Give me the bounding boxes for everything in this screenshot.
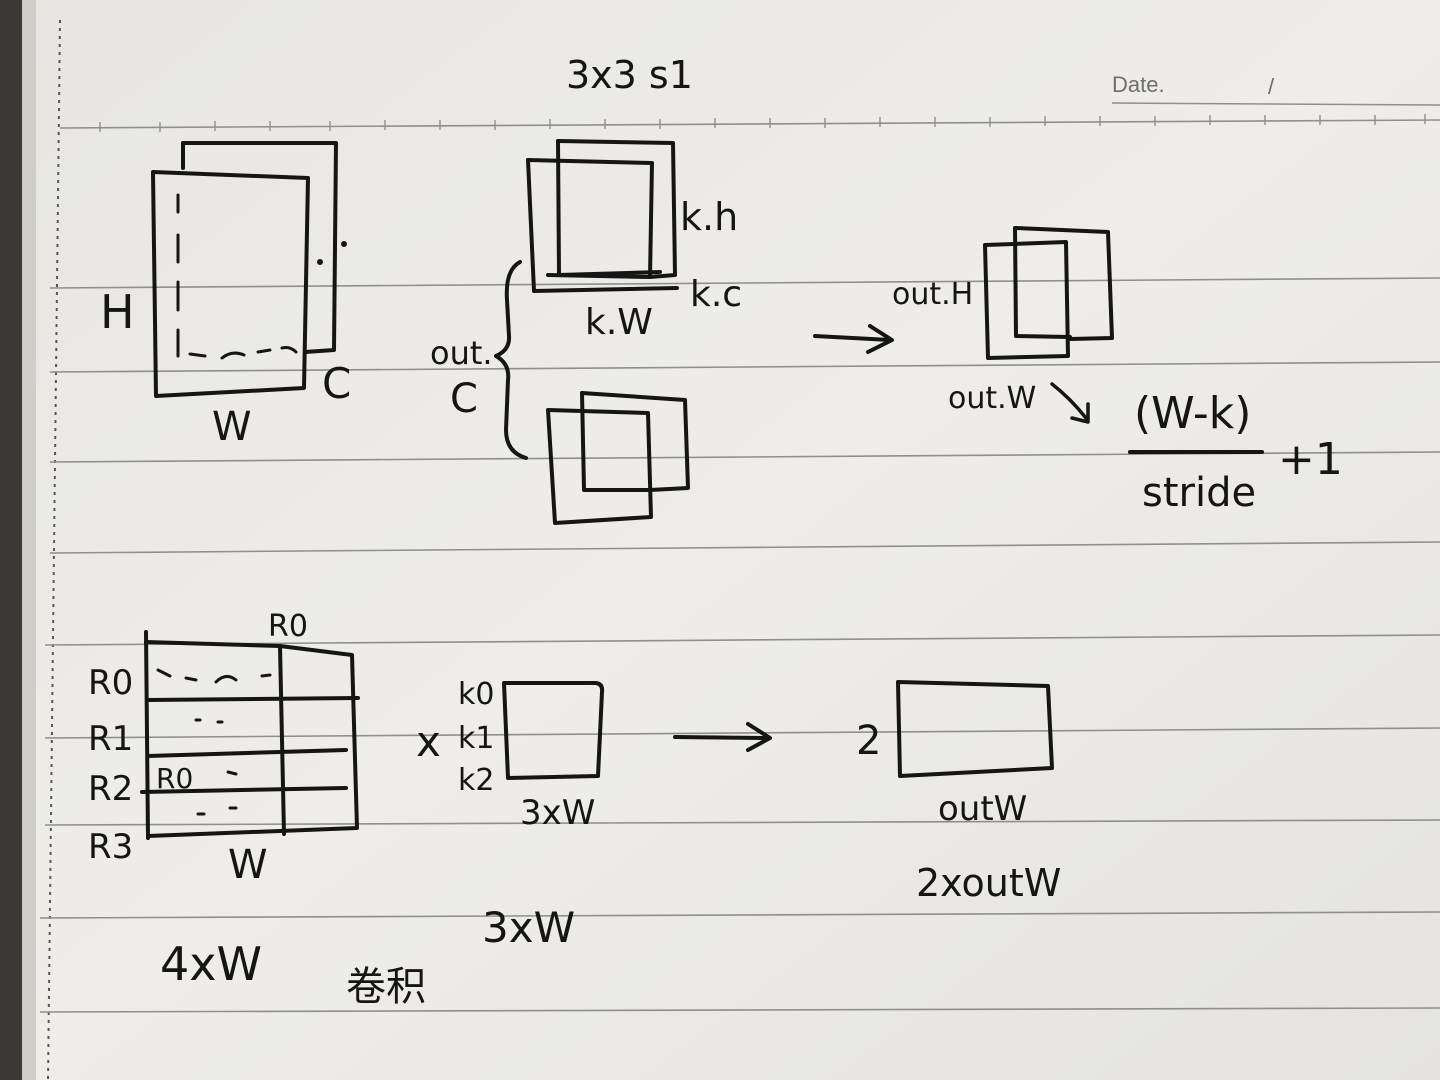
kernel-size-label: 3xW	[520, 793, 595, 833]
formula-denominator: stride	[1142, 470, 1256, 516]
kernel-height-label: k.h	[680, 195, 738, 239]
kernel-bottom	[546, 391, 690, 525]
multiply-sign: x	[416, 717, 441, 766]
row-top-label: R0	[268, 609, 308, 644]
out-channel-label-line2: C	[450, 376, 478, 422]
kernel-row-label-k0: k0	[458, 677, 494, 712]
input-channel-label: C	[322, 359, 351, 408]
output-feature-map	[983, 226, 1114, 360]
top-arrow	[813, 324, 894, 354]
row-label-r0: R0	[88, 663, 133, 703]
output-width-label-bottom: outW	[938, 789, 1027, 829]
out-channel-brace	[494, 260, 528, 460]
row-block	[140, 630, 360, 840]
row-label-r2: R2	[88, 769, 133, 809]
formula-numerator: (W-k)	[1134, 388, 1251, 439]
input-height-label: H	[100, 285, 135, 339]
kernel-total-label: 3xW	[482, 903, 575, 952]
convolution-note: 卷积	[346, 964, 426, 1010]
binding-shadow	[22, 0, 36, 1080]
date-label: Date.	[1112, 72, 1165, 97]
output-width-label: out.W	[948, 381, 1036, 416]
row-block-scan-marks	[156, 668, 272, 816]
margin-line	[47, 19, 61, 1080]
page-title: 3x3 s1	[566, 53, 693, 97]
date-underline	[1111, 102, 1440, 106]
row-width-label: W	[228, 842, 268, 888]
bottom-arrow	[673, 722, 772, 752]
kernel-channel-label: k.c	[690, 274, 742, 315]
row-inner-label: R0	[156, 762, 193, 795]
row-label-r1: R1	[88, 719, 133, 759]
input-width-label: W	[212, 404, 252, 450]
output-block	[896, 680, 1054, 778]
kernel-block	[502, 681, 605, 780]
row-size-label: 4xW	[160, 937, 262, 991]
input-feature-map	[151, 141, 338, 398]
kernel-width-label: k.W	[585, 302, 653, 343]
output-row-count: 2	[856, 718, 881, 764]
ruler-ticks	[99, 114, 1426, 132]
binding-edge	[0, 0, 22, 1080]
date-separator: /	[1268, 74, 1275, 99]
formula-suffix: +1	[1278, 434, 1343, 485]
kernel-top	[526, 139, 679, 293]
output-height-label: out.H	[892, 277, 973, 312]
kernel-row-label-k2: k2	[458, 763, 494, 798]
kernel-row-label-k1: k1	[458, 721, 494, 756]
formula-arrow	[1050, 382, 1090, 424]
out-channel-label-line1: out.	[430, 334, 493, 372]
output-size-label: 2xoutW	[916, 861, 1061, 905]
row-label-r3: R3	[88, 827, 133, 867]
input-scan-marks	[176, 193, 347, 360]
